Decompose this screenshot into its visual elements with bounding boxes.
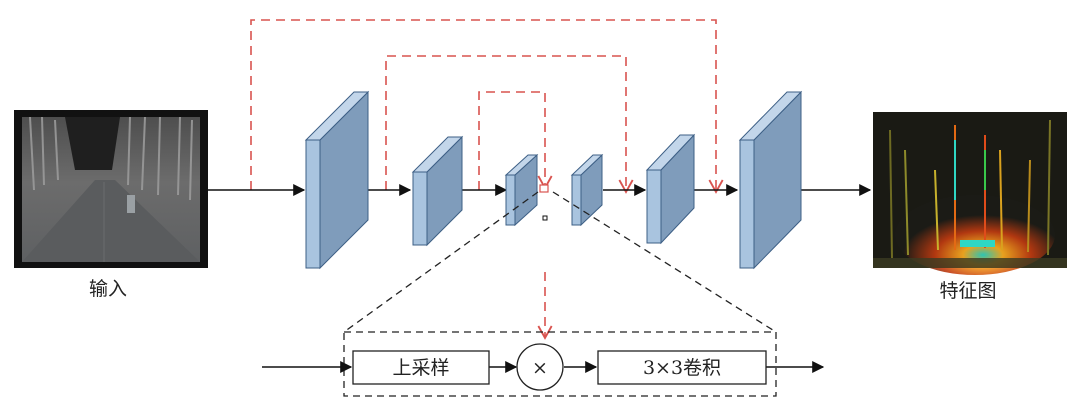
conv-box	[597, 350, 767, 385]
encoder-block-2	[411, 135, 464, 247]
input-image	[14, 110, 208, 268]
multiply-symbol: ×	[532, 357, 548, 379]
decoder-block-3	[738, 90, 803, 270]
skip-connections	[250, 19, 724, 340]
conv-label: 3×3卷积	[643, 357, 721, 379]
upsample-box	[352, 350, 490, 385]
bottleneck-marker	[542, 215, 548, 221]
skip-connection-outer	[250, 19, 724, 194]
encoder-block-1	[304, 90, 370, 270]
output-caption: 特征图	[939, 280, 996, 302]
output-image	[873, 112, 1067, 275]
input-caption: 输入	[89, 278, 127, 300]
decoder-block-1	[570, 153, 604, 227]
upsample-label: 上采样	[392, 357, 449, 379]
bottleneck-marker-top	[539, 184, 549, 193]
multiply-node	[516, 343, 564, 391]
decoder-block-2	[645, 133, 696, 245]
zoom-lines	[343, 191, 777, 333]
skip-connection-middle	[385, 55, 634, 194]
encoder-block-3	[504, 153, 539, 227]
skip-connection-inner	[478, 91, 553, 190]
